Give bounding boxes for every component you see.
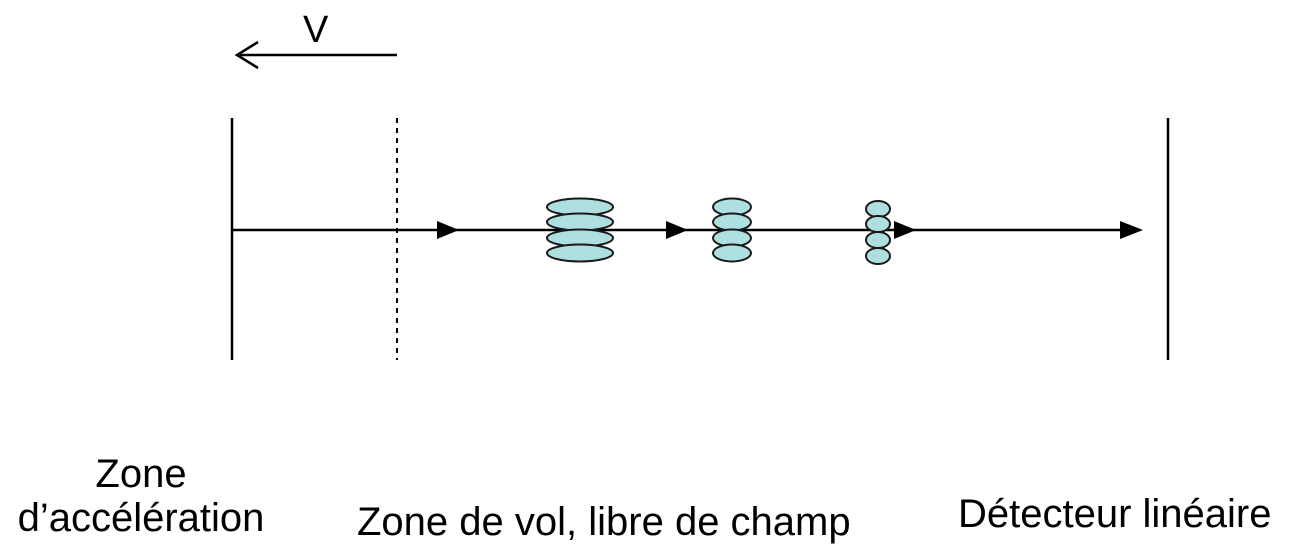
ion-3d (865, 247, 891, 265)
ion-3c (865, 231, 891, 249)
acceleration-zone-label: Zone d’accélération (0, 452, 282, 540)
axis-arrowhead-1 (437, 221, 459, 239)
ion-1d (546, 243, 614, 263)
ion-3b (865, 215, 891, 233)
ion-packet-3 (865, 200, 891, 265)
acceleration-zone-label-line2: d’accélération (17, 496, 265, 540)
acceleration-zone-label-line1: Zone (95, 452, 187, 496)
axis-arrowhead-3 (894, 221, 916, 239)
ion-packet-1 (546, 197, 614, 263)
ion-packet-2 (712, 197, 752, 263)
axis-arrowhead-2 (666, 221, 688, 239)
ion-2d (712, 243, 752, 263)
axis-arrowhead-4 (1120, 221, 1143, 239)
velocity-label: V (303, 9, 329, 51)
velocity-arrow (234, 40, 397, 70)
detector-label: Détecteur linéaire (958, 492, 1272, 536)
flight-zone-label: Zone de vol, libre de champ (357, 500, 851, 544)
ion-1b (546, 212, 614, 232)
ion-2b (712, 212, 752, 232)
ion-3a (865, 200, 891, 218)
